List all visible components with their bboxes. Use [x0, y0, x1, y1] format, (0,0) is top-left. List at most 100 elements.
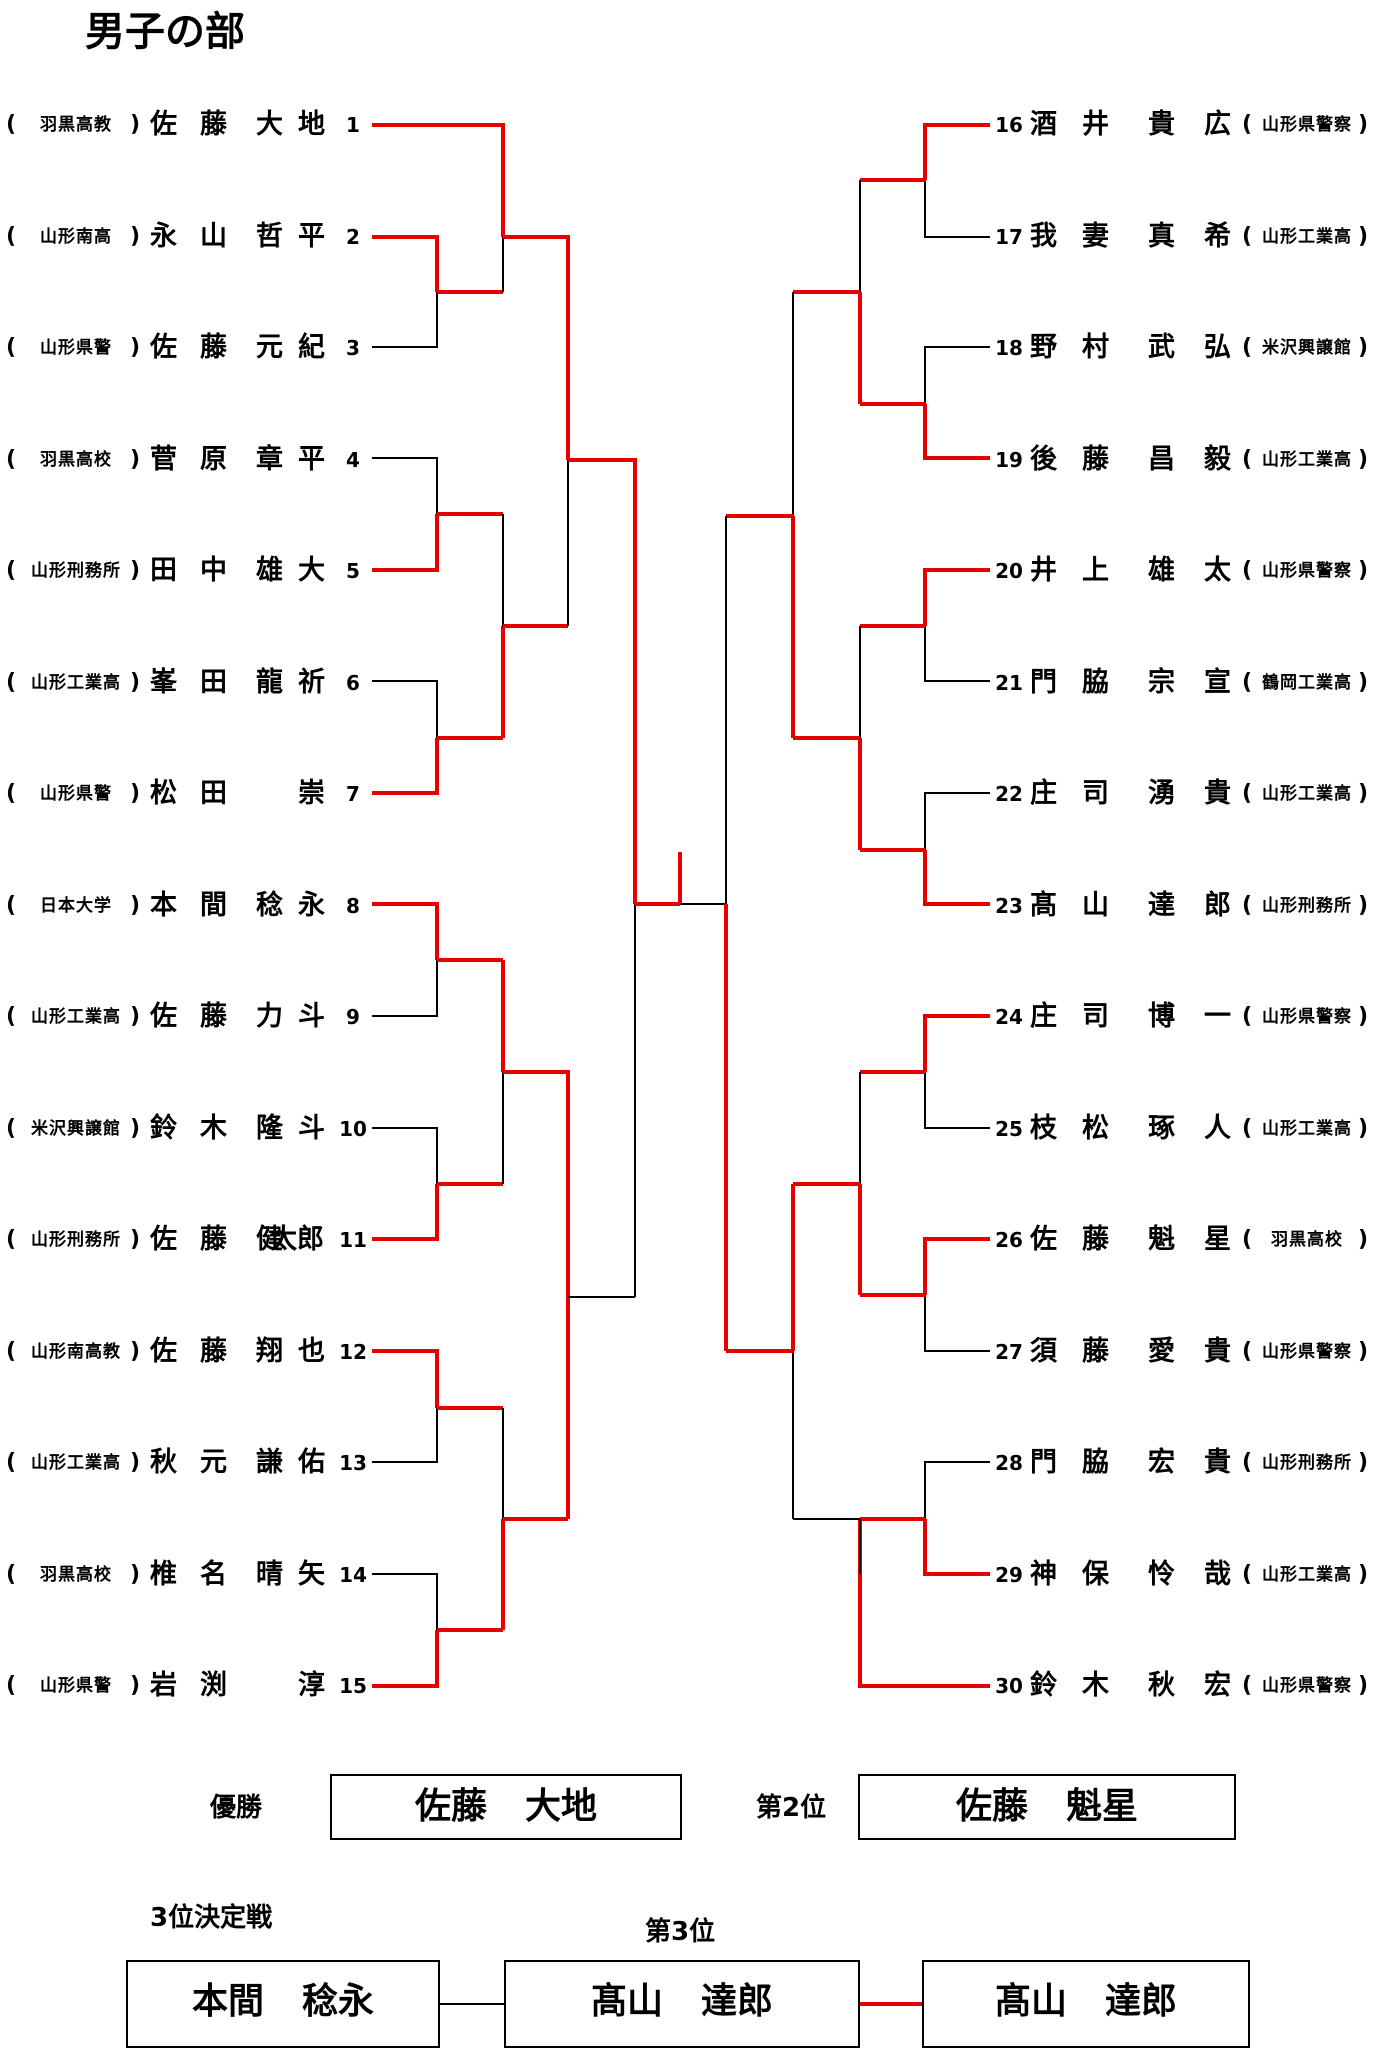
winner-line: [923, 123, 990, 180]
seed-number: 5: [346, 559, 360, 583]
player-name-char: 司: [1082, 778, 1109, 809]
player-name-char: 紀: [298, 332, 325, 363]
player-name-char: 愛: [1148, 1335, 1175, 1367]
player-name-char: 秋: [1148, 1670, 1175, 1701]
team-name: 羽黒高教: [40, 115, 112, 135]
winner-line: [372, 1630, 439, 1688]
paren-close: ): [130, 669, 141, 695]
paren-close: ): [130, 223, 141, 249]
player-name-char: 佐: [1030, 1224, 1057, 1255]
team-name: 山形工業高: [1262, 449, 1352, 470]
team-name: 山形南高教: [31, 1341, 121, 1362]
player-name-char: 一: [1204, 1001, 1231, 1032]
seed-number: 20: [995, 559, 1023, 583]
player-name-char: 貴: [1204, 778, 1231, 809]
player-name-char: 門: [1030, 1447, 1057, 1478]
player-name-char: 藤: [200, 1224, 227, 1255]
seed-number: 6: [346, 670, 360, 695]
player-name-char: 翔: [256, 1335, 283, 1367]
winner-line: [372, 902, 439, 960]
player-name-char: 渕: [200, 1670, 227, 1701]
player-name-char: 崇: [298, 778, 325, 809]
team-name: 山形県警察: [1262, 115, 1352, 135]
player-name-char: 藤: [1082, 1335, 1109, 1367]
player-name-char: 藤: [1082, 1224, 1109, 1255]
page-title: 男子の部: [85, 9, 245, 55]
player-name-char: 山: [1082, 889, 1109, 921]
player-name-char: 平: [298, 220, 325, 252]
player-name-char: 岩: [150, 1670, 177, 1701]
paren-close: ): [1358, 669, 1369, 695]
player-name-char: 髙: [1030, 889, 1057, 921]
paren-close: ): [130, 335, 141, 360]
player-name-char: 星: [1204, 1224, 1231, 1255]
player-name-char: 佐: [150, 1224, 177, 1255]
team-name: 鶴岡工業高: [1262, 672, 1352, 693]
paren-close: ): [130, 1673, 141, 1698]
paren-close: ): [1358, 446, 1369, 472]
team-name: 山形工業高: [31, 672, 121, 693]
player-name-char: 哲: [256, 220, 283, 252]
player-name-char: 松: [1082, 1112, 1109, 1144]
player-name-char: 本: [150, 889, 177, 921]
player-name-char: 広: [1204, 109, 1231, 140]
paren-open: (: [1242, 558, 1253, 583]
paren-close: ): [1358, 1115, 1369, 1141]
bracket-line: [924, 1072, 990, 1129]
team-name: 山形県警察: [1262, 561, 1352, 581]
team-name: 山形工業高: [1262, 784, 1352, 804]
paren-open: (: [1242, 446, 1253, 472]
team-name: 米沢興譲館: [31, 1118, 121, 1139]
player-name-char: 妻: [1082, 220, 1109, 252]
third-surname: 髙山: [994, 1981, 1067, 2022]
paren-close: ): [1358, 892, 1369, 918]
playoff-connectors: [440, 2002, 922, 2006]
player-name-char: 魁: [1148, 1224, 1175, 1255]
paren-open: (: [1242, 1227, 1253, 1252]
seed-number: 3: [346, 336, 360, 360]
team-name: 山形工業高: [1262, 1118, 1352, 1139]
player-name-char: 斗: [298, 1112, 325, 1144]
player-name-char: 松: [150, 778, 177, 809]
bracket-line: [372, 1127, 438, 1184]
winner-line: [858, 1519, 990, 1688]
paren-close: ): [130, 1227, 141, 1252]
player-name-char: 峯: [150, 666, 177, 698]
bracket-line: [924, 792, 990, 850]
paren-open: (: [6, 1004, 17, 1029]
player-name-char: 田: [150, 555, 177, 586]
bracket-lines: [372, 123, 990, 1688]
player-name-char: 貴: [1204, 1335, 1231, 1367]
player-name-char: 名: [200, 1558, 227, 1590]
paren-open: (: [6, 1561, 17, 1587]
paren-open: (: [6, 446, 17, 472]
seed-number: 4: [346, 447, 360, 472]
paren-open: (: [1242, 112, 1253, 137]
paren-close: ): [1358, 1227, 1369, 1252]
winner-line: [923, 568, 990, 626]
player-name-char: 永: [298, 889, 325, 921]
player-name-char: 希: [1204, 220, 1231, 252]
paren-close: ): [130, 446, 141, 472]
paren-close: ): [1358, 558, 1369, 583]
player-name-char: 我: [1030, 220, 1057, 252]
team-name: 山形南高: [40, 226, 112, 247]
paren-open: (: [6, 892, 17, 918]
winner-line: [923, 404, 990, 460]
paren-close: ): [1358, 1338, 1369, 1364]
player-name-char: 昌: [1148, 443, 1175, 475]
paren-open: (: [1242, 669, 1253, 695]
winner-line: [372, 1349, 439, 1408]
seed-number: 25: [995, 1116, 1023, 1141]
winner-line: [923, 850, 990, 906]
